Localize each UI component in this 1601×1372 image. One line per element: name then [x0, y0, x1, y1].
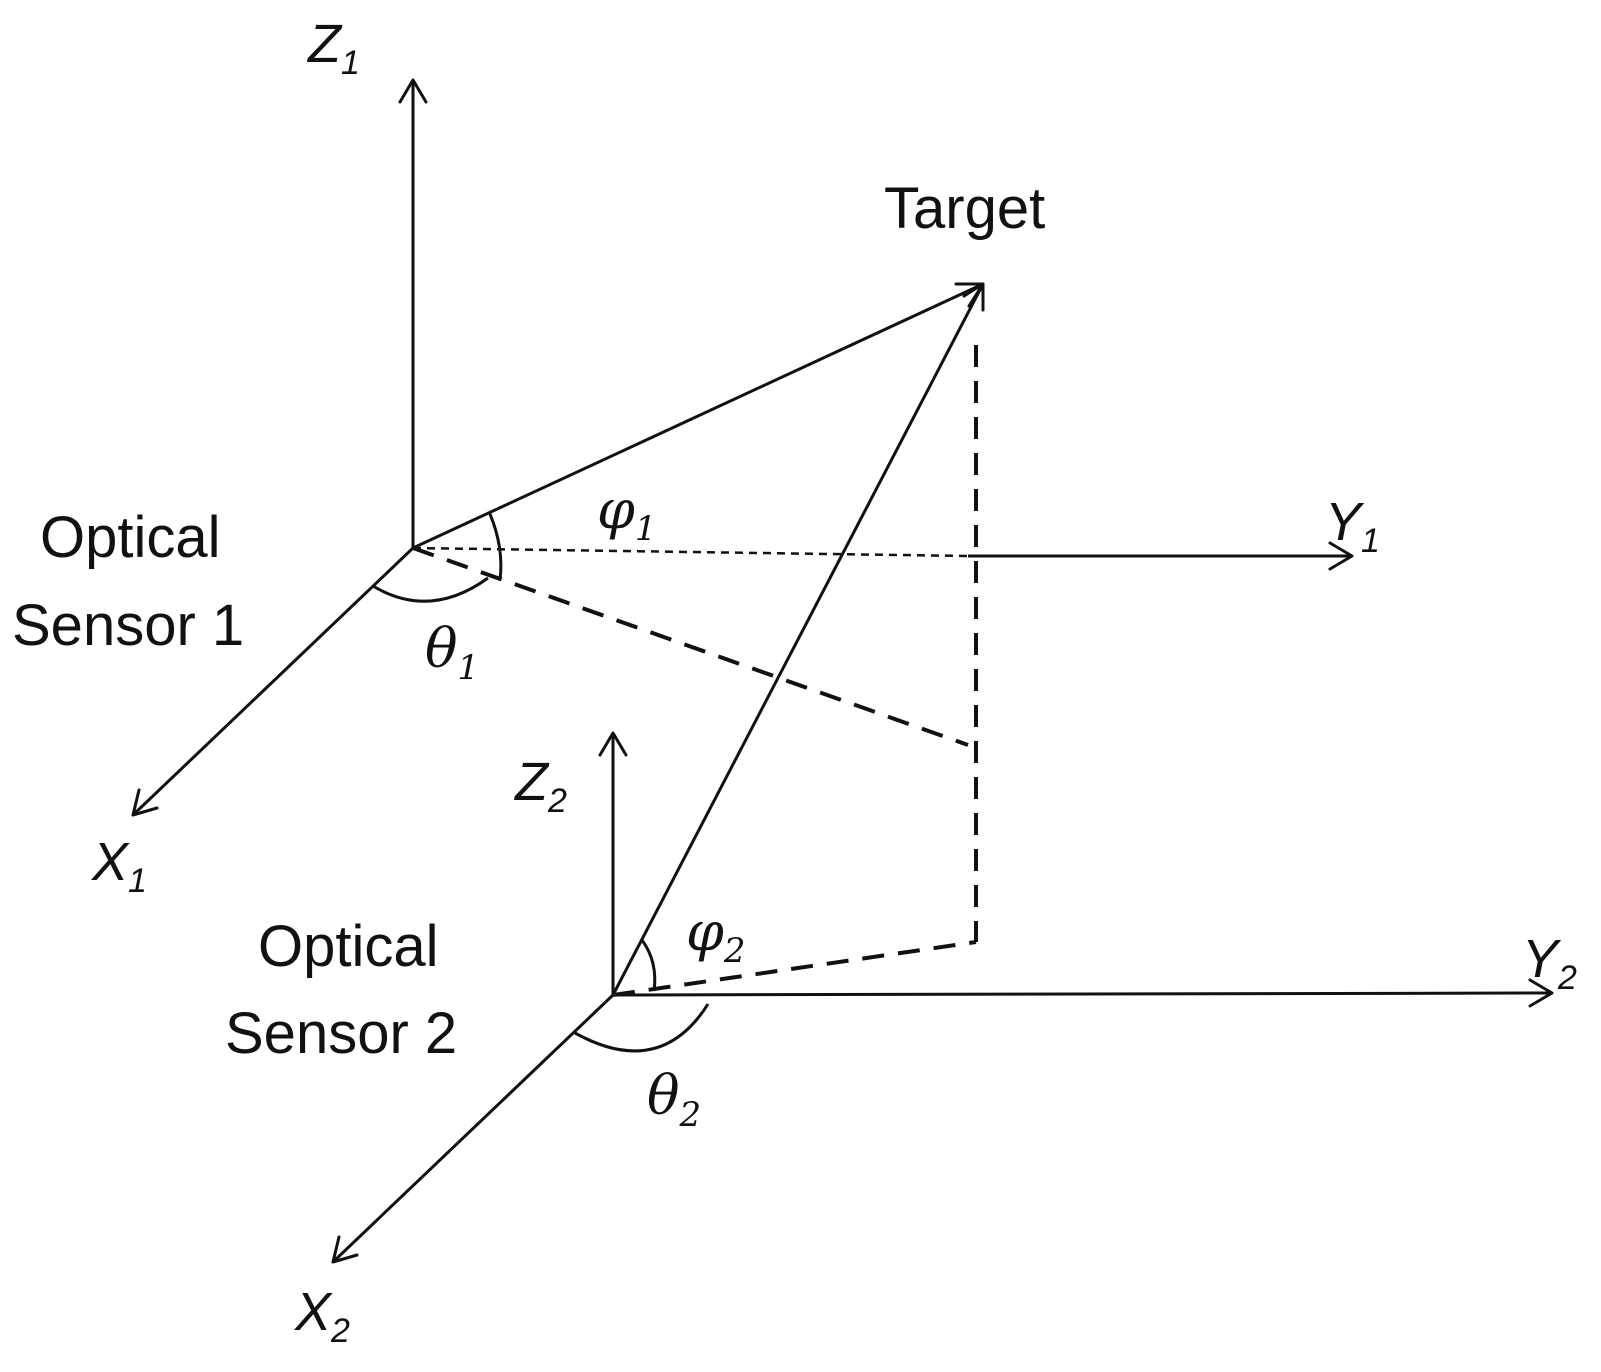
- x2-arrowhead: [331, 1235, 359, 1264]
- sensor1-label-line1: Optical: [40, 505, 221, 570]
- sensor2-ground-projection: [612, 940, 977, 997]
- sensor2-target-arrowhead: [962, 282, 985, 312]
- z1-axis-label: Z1: [306, 14, 360, 82]
- angle-arcs: [372, 513, 710, 1053]
- z1-arrowhead: [398, 78, 428, 104]
- sensor1-axes: [131, 78, 1354, 817]
- sensor1-label-line2: Sensor 1: [12, 593, 244, 658]
- theta2-arc: [574, 1003, 710, 1053]
- y2-axis: [612, 991, 1553, 997]
- phi2-arc: [640, 939, 657, 992]
- sensor2-label-line2: Sensor 2: [225, 1001, 457, 1066]
- z2-axis-label: Z2: [513, 752, 567, 820]
- y2-axis-label: Y2: [1522, 929, 1577, 997]
- y2-arrowhead: [1528, 978, 1554, 1008]
- x2-axis: [331, 993, 615, 1264]
- sensor1-to-target-line: [412, 282, 984, 550]
- x2-axis-label: X2: [293, 1282, 350, 1350]
- y1-axis-dotted: [412, 546, 969, 558]
- phi1-arc: [488, 513, 503, 581]
- sensor2-axes: [331, 731, 1554, 1264]
- target-geometry: [412, 282, 985, 997]
- target-label: Target: [884, 176, 1045, 241]
- theta1-label: θ1: [425, 617, 479, 688]
- y1-axis-label: Y1: [1325, 492, 1380, 560]
- sensor2-label-line1: Optical: [258, 914, 439, 979]
- sensor2-to-target-line: [611, 283, 985, 996]
- y1-arrowhead: [1328, 541, 1354, 571]
- theta1-arc: [372, 576, 489, 603]
- z2-arrowhead: [598, 731, 628, 757]
- x1-axis-label: X1: [90, 832, 147, 900]
- sensor1-ground-projection: [412, 546, 969, 747]
- x1-arrowhead: [131, 788, 159, 817]
- phi1-label: φ1: [597, 478, 656, 549]
- theta2-label: θ2: [647, 1064, 701, 1135]
- phi2-label: φ2: [686, 900, 745, 971]
- x1-axis: [131, 546, 415, 817]
